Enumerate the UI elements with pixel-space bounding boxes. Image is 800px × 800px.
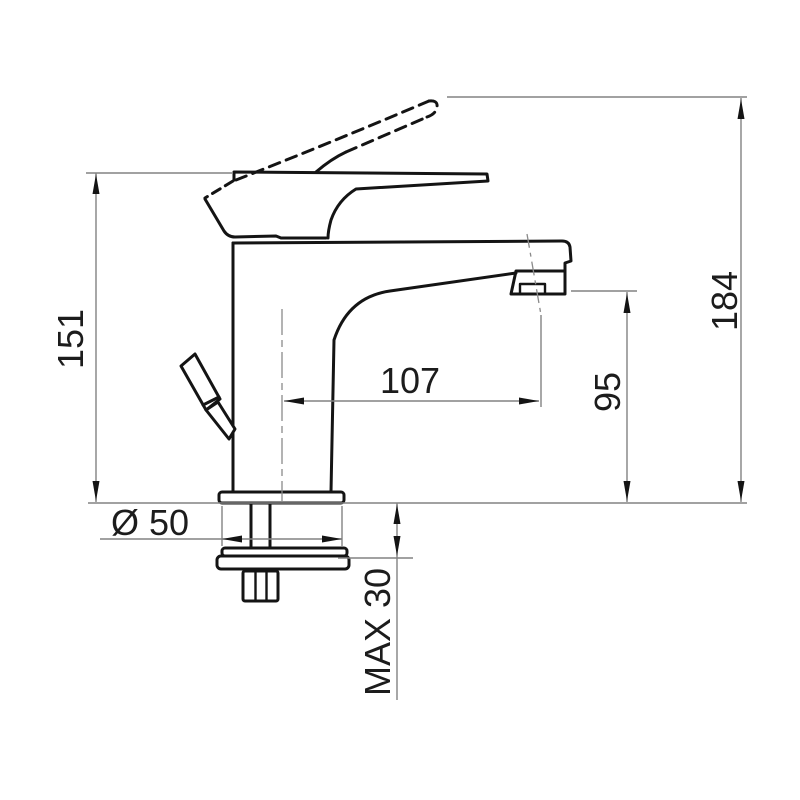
raised-handle-lower-edge — [344, 115, 429, 154]
dimension-label-184: 184 — [704, 271, 745, 331]
arrowhead-down — [623, 481, 631, 501]
arrowhead-up — [623, 293, 631, 313]
dimension-spout-reach: 107 — [284, 360, 539, 405]
spout-top — [231, 239, 573, 274]
aerator-screen-detail — [518, 282, 547, 296]
dimension-max-deck-thickness: MAX 30 — [338, 503, 413, 700]
dimension-label-151: 151 — [50, 309, 91, 369]
dimension-label-95: 95 — [587, 372, 628, 412]
dimension-label-max-30: MAX 30 — [357, 568, 398, 696]
drain-rod-joint — [201, 395, 221, 407]
dimension-label-diameter-50: Ø 50 — [111, 502, 189, 543]
faucet-outline — [179, 150, 573, 603]
arrowhead-left — [222, 535, 242, 543]
arrowhead-left — [284, 397, 304, 405]
raised-handle-upper-edge — [234, 99, 431, 182]
handle-lever — [232, 170, 490, 240]
handle-raised-dashed — [203, 99, 439, 200]
spout-underside — [329, 271, 518, 494]
dimension-label-107: 107 — [380, 360, 440, 401]
mounting-nut-facets — [254, 569, 268, 603]
handle-pivot-curve — [314, 150, 348, 174]
drain-rod-knob — [179, 352, 222, 412]
washer-lower — [215, 554, 351, 571]
mounting-nut — [241, 569, 280, 603]
handle-collar — [203, 197, 328, 240]
dimension-total-height: 184 — [447, 96, 747, 502]
aerator-centerline — [526, 233, 542, 316]
arrowhead-up — [393, 504, 401, 524]
dimension-body-height: 151 — [50, 172, 232, 502]
raised-handle-back-edge — [203, 179, 235, 200]
dimension-base-diameter: Ø 50 — [100, 502, 343, 546]
drain-rod — [204, 400, 237, 441]
arrowhead-down — [393, 536, 401, 556]
arrowhead-up — [737, 99, 745, 119]
arrowhead-up — [92, 174, 100, 194]
raised-handle-tip — [425, 99, 439, 119]
arrowhead-down — [737, 481, 745, 501]
aerator — [509, 269, 567, 296]
dimension-spout-outlet-height: 95 — [571, 290, 637, 502]
arrowhead-right — [322, 535, 342, 543]
threaded-shank — [249, 501, 272, 550]
arrowhead-down — [92, 481, 100, 501]
arrowhead-right — [519, 397, 539, 405]
centerlines — [281, 233, 542, 502]
